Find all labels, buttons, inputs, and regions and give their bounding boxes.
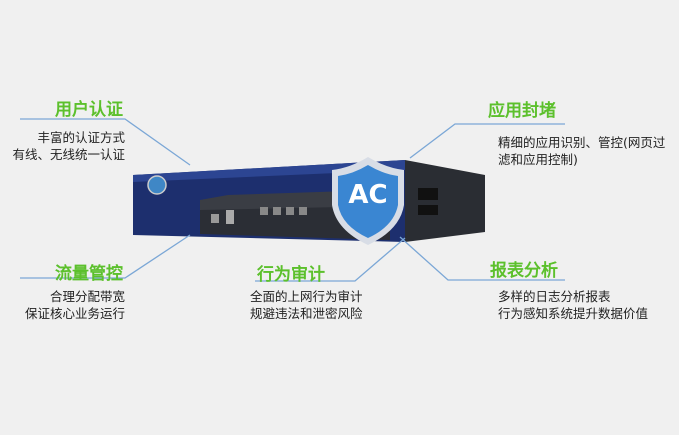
feature-desc-behavior-audit: 全面的上网行为审计规避违法和泄密风险 <box>250 289 363 321</box>
ac-badge-text: AC <box>348 180 388 210</box>
feature-desc-report-analysis: 多样的日志分析报表行为感知系统提升数据价值 <box>498 289 649 321</box>
feature-desc-app-block: 精细的应用识别、管控(网页过滤和应用控制) <box>498 135 666 167</box>
feature-title-user-auth: 用户认证 <box>55 100 123 120</box>
connector-lines <box>20 118 565 282</box>
feature-title-report-analysis: 报表分析 <box>490 261 558 281</box>
feature-title-traffic-control: 流量管控 <box>55 264 123 284</box>
feature-desc-user-auth: 丰富的认证方式有线、无线统一认证 <box>12 130 125 162</box>
feature-title-behavior-audit: 行为审计 <box>257 265 325 285</box>
ac-shield-icon <box>332 157 404 245</box>
feature-title-app-block: 应用封堵 <box>488 101 556 121</box>
device <box>133 160 485 242</box>
feature-desc-traffic-control: 合理分配带宽保证核心业务运行 <box>24 289 125 321</box>
